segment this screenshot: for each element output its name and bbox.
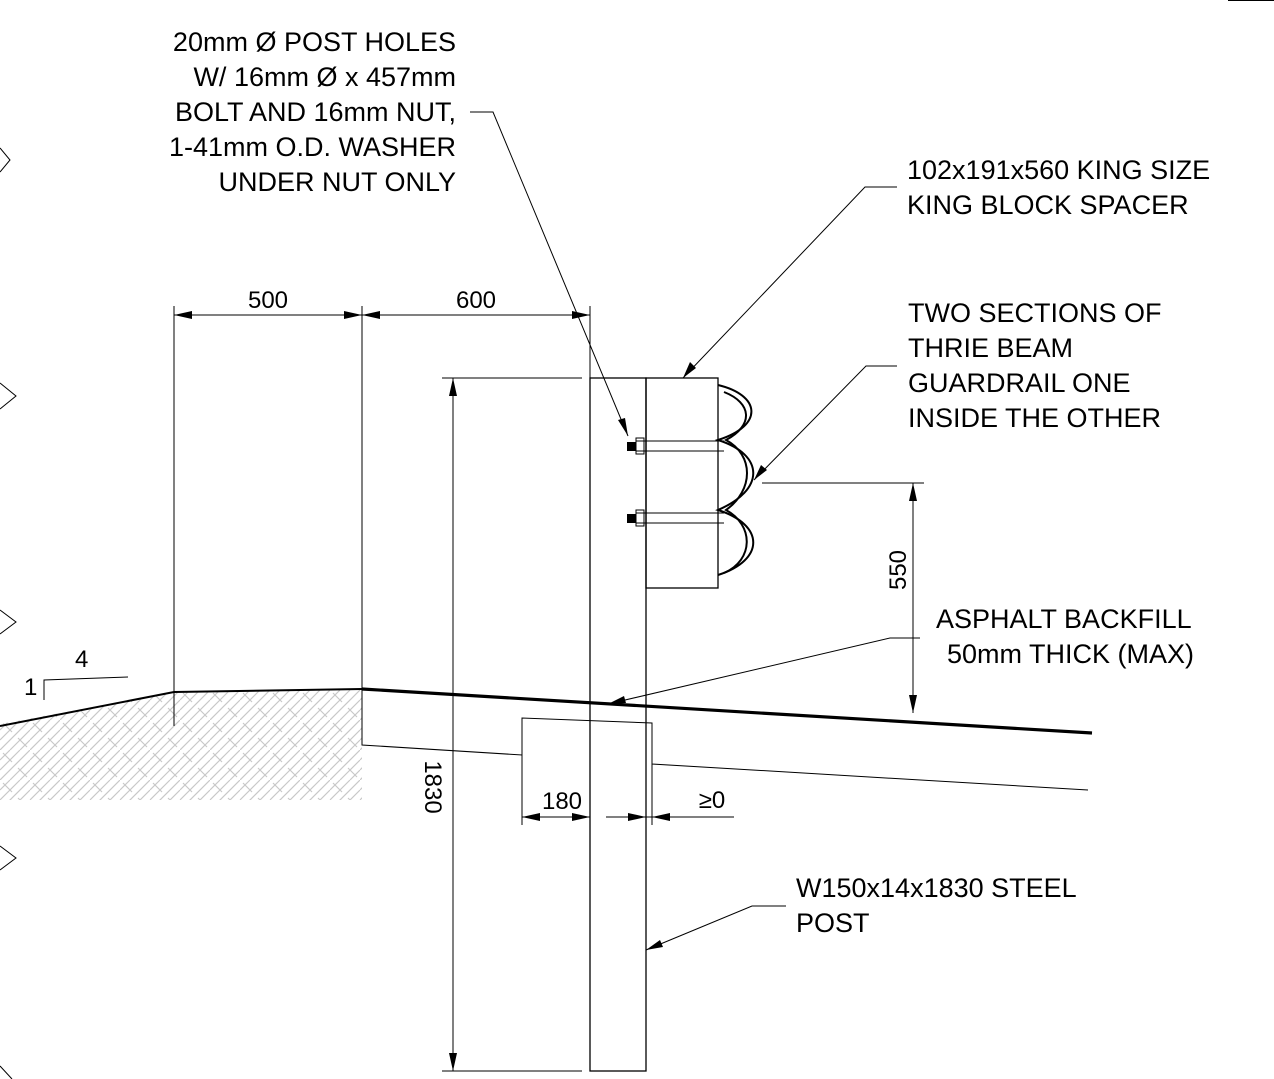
bolt-assemblies [627,437,724,527]
svg-text:102x191x560 KING SIZE: 102x191x560 KING SIZE [907,155,1210,185]
dimension-550: 550 [762,482,924,713]
slope-indicator: 1 4 [24,646,129,701]
leader-lines [470,111,920,951]
dim-600-label: 600 [456,287,496,314]
dim-500-label: 500 [248,287,288,314]
svg-text:W/ 16mm Ø x 457mm: W/ 16mm Ø x 457mm [193,62,456,92]
compacted-soil-hatch [0,689,362,800]
slope-run-label: 4 [75,646,88,673]
note-block-spacer: 102x191x560 KING SIZE KING BLOCK SPACER [907,155,1210,220]
svg-text:KING BLOCK SPACER: KING BLOCK SPACER [907,190,1189,220]
svg-text:BOLT AND 16mm NUT,: BOLT AND 16mm NUT, [175,97,456,127]
note-post-holes: 20mm Ø POST HOLES W/ 16mm Ø x 457mm BOLT… [169,27,456,197]
svg-text:TWO SECTIONS OF: TWO SECTIONS OF [908,298,1162,328]
svg-text:ASPHALT BACKFILL: ASPHALT BACKFILL [936,604,1192,634]
svg-text:20mm Ø POST HOLES: 20mm Ø POST HOLES [173,27,456,57]
svg-text:50mm THICK (MAX): 50mm THICK (MAX) [947,639,1194,669]
dimension-1830: 1830 [419,377,582,1072]
svg-text:INSIDE THE OTHER: INSIDE THE OTHER [908,403,1161,433]
dim-180-label: 180 [542,788,582,815]
svg-text:1-41mm O.D. WASHER: 1-41mm O.D. WASHER [169,132,456,162]
slope-rise-label: 1 [24,674,37,701]
dimension-bottom: 180 ≥0 [521,755,734,1071]
note-asphalt-backfill: ASPHALT BACKFILL 50mm THICK (MAX) [936,604,1194,669]
svg-text:UNDER NUT ONLY: UNDER NUT ONLY [218,167,456,197]
dim-1830-label: 1830 [419,760,446,813]
svg-text:THRIE BEAM: THRIE BEAM [908,333,1073,363]
svg-text:POST: POST [796,908,870,938]
dimension-top: 500 600 [173,287,591,726]
block-spacer [645,377,719,589]
dim-550-label: 550 [885,550,912,590]
dim-ge0-label: ≥0 [699,787,726,814]
svg-text:GUARDRAIL ONE: GUARDRAIL ONE [908,368,1131,398]
note-thrie-beam: TWO SECTIONS OF THRIE BEAM GUARDRAIL ONE… [908,298,1162,433]
thrie-beam-guardrail [714,384,755,576]
note-steel-post: W150x14x1830 STEEL POST [796,873,1077,938]
steel-post [589,377,647,1072]
svg-text:W150x14x1830 STEEL: W150x14x1830 STEEL [796,873,1077,903]
